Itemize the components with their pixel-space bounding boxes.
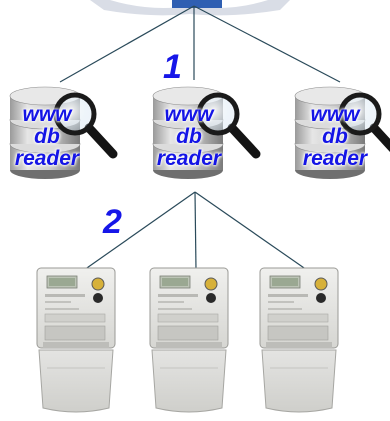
server-2-line-db: db <box>176 125 202 148</box>
step-1-label: 1 <box>163 48 182 86</box>
server-1-line-www: www <box>22 103 72 126</box>
server-2-line-www: www <box>164 103 214 126</box>
connector-lines <box>59 5 341 271</box>
server-1-caption: www db reader <box>2 104 92 170</box>
electricity-meter-2 <box>149 267 229 413</box>
server-3-line-reader: reader <box>302 147 368 170</box>
server-3-line-db: db <box>322 125 348 148</box>
server-3-caption: www db reader <box>290 104 380 170</box>
server-2-line-reader: reader <box>156 147 222 170</box>
server-1-line-reader: reader <box>14 147 80 170</box>
electricity-meter-1 <box>36 267 116 413</box>
step-2-label: 2 <box>103 203 122 241</box>
server-1-line-db: db <box>34 125 60 148</box>
server-2-caption: www db reader <box>144 104 234 170</box>
server-3-line-www: www <box>310 103 360 126</box>
electricity-meter-3 <box>259 267 339 413</box>
